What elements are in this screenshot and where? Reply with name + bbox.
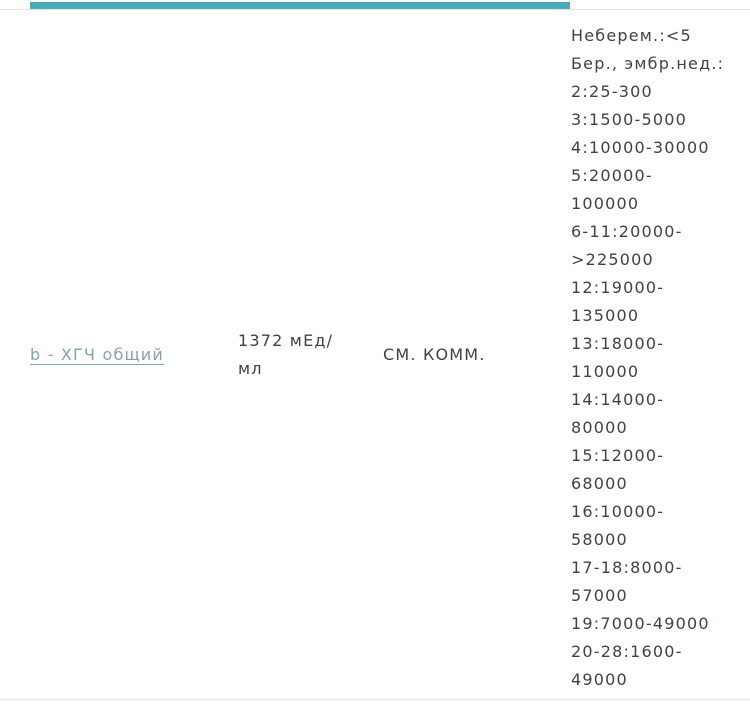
lab-result-row: b - ХГЧ общий 1372 мЕд/мл СМ. КОММ. Небе… [0,9,750,700]
test-name-cell: b - ХГЧ общий [0,10,238,699]
test-name-link[interactable]: b - ХГЧ общий [30,344,164,364]
row-accent-bar [30,2,570,9]
result-value: 1372 мЕд/мл [238,330,334,378]
result-comment-cell: СМ. КОММ. [383,10,571,699]
reference-ranges: Неберем.:<5 Бер., эмбр.нед.: 2:25-300 3:… [571,26,725,689]
result-comment: СМ. КОММ. [383,344,486,364]
result-value-cell: 1372 мЕд/мл [238,10,383,699]
